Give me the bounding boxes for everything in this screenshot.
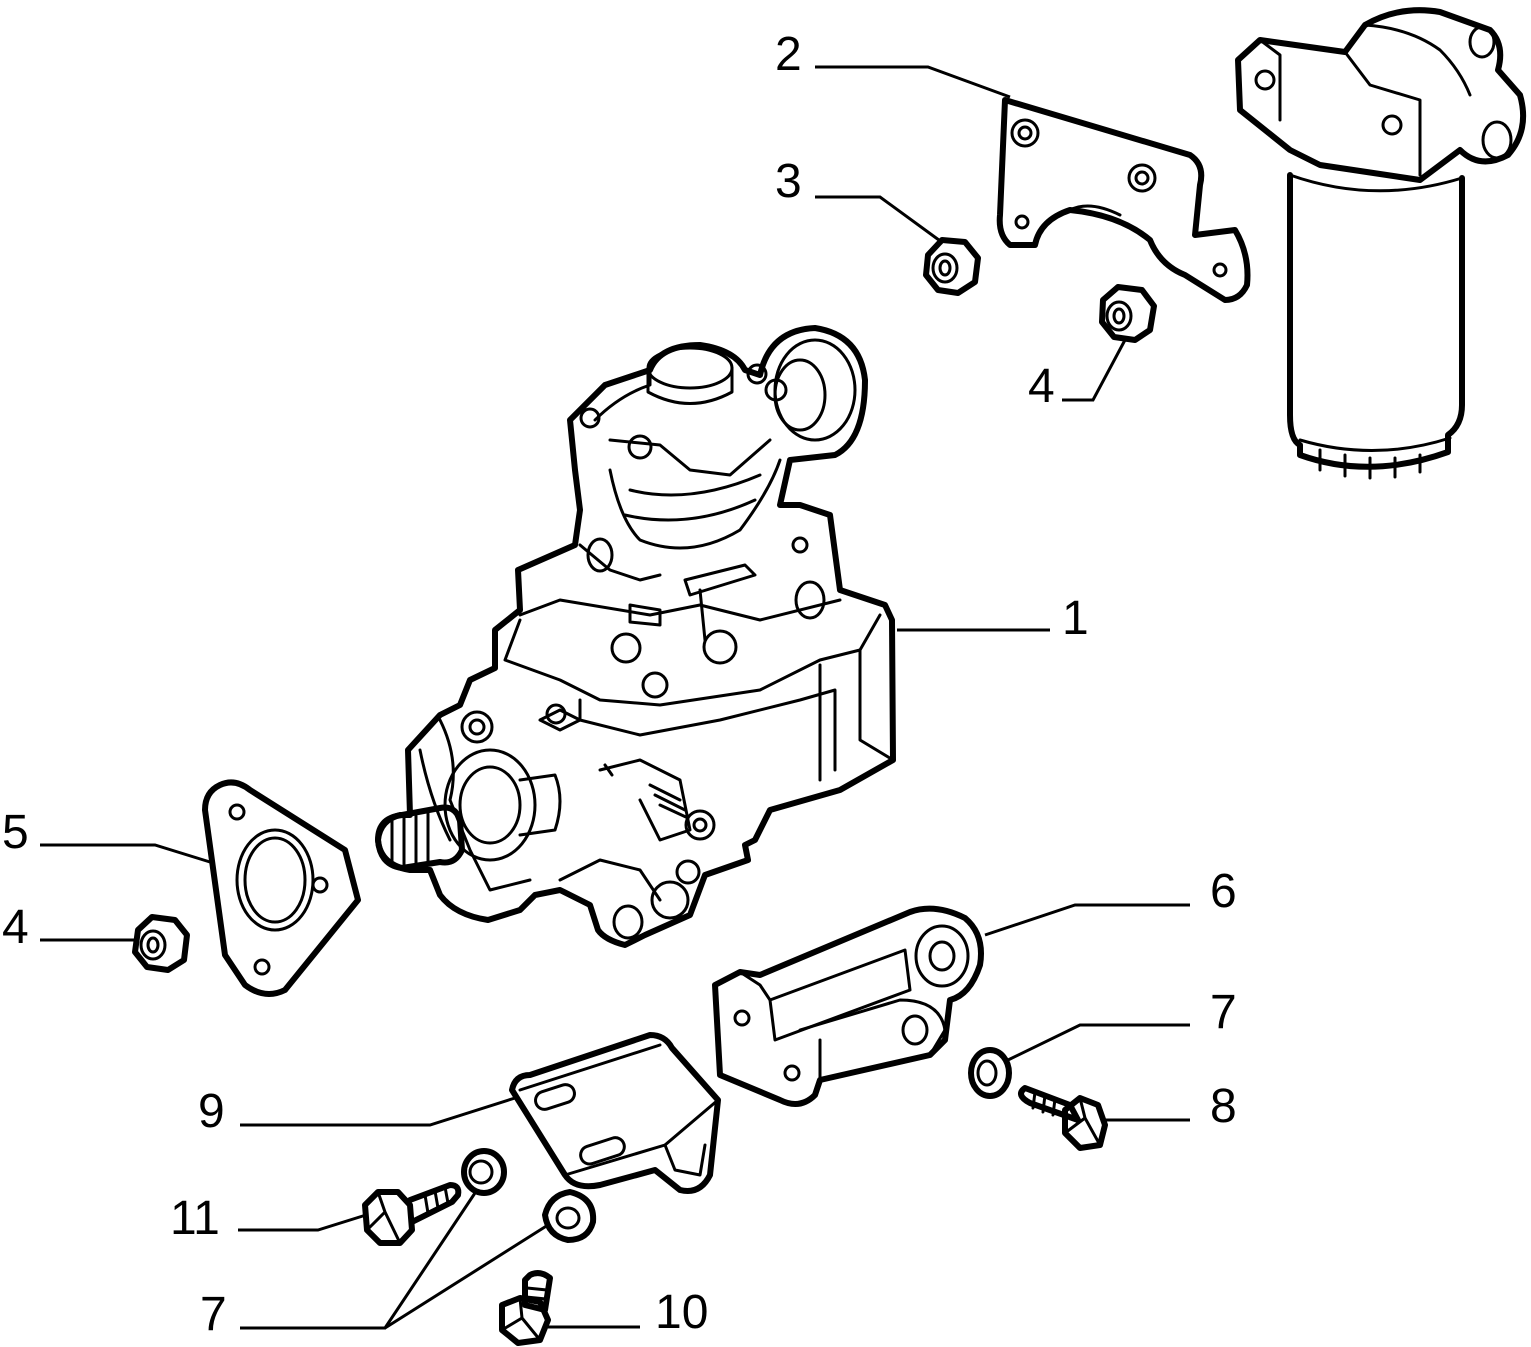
- leader-11: [238, 1213, 367, 1232]
- support-bracket: [712, 905, 984, 1107]
- mounting-bracket: [996, 97, 1251, 303]
- leader-7-right: [1007, 1023, 1190, 1062]
- callout-4-lower: 4: [2, 901, 29, 954]
- callout-5: 5: [2, 806, 29, 859]
- callout-7-left: 7: [200, 1288, 227, 1341]
- callout-9: 9: [198, 1085, 225, 1138]
- injection-pump: [375, 325, 896, 948]
- callout-7-right: 7: [1210, 986, 1237, 1039]
- leader-9: [240, 1096, 516, 1127]
- bolt-part-10: [499, 1270, 553, 1346]
- callout-8: 8: [1210, 1080, 1237, 1133]
- nut-part-4-upper: [1099, 284, 1157, 343]
- callout-1: 1: [1062, 592, 1089, 645]
- leader-3: [815, 195, 944, 245]
- leader-lines: [40, 65, 1190, 1330]
- leader-2: [815, 65, 1011, 99]
- washer-right: [968, 1047, 1012, 1099]
- flange-gasket: [202, 779, 361, 997]
- nut-part-4-lower: [132, 914, 190, 973]
- callout-4-upper: 4: [1028, 360, 1055, 413]
- washer-lower: [542, 1189, 597, 1243]
- leader-7-left-b: [384, 1223, 549, 1330]
- washer-left: [461, 1148, 507, 1196]
- callout-3: 3: [775, 155, 802, 208]
- callout-labels: 2 3 4 1 5 4 6 7 8 9 11 7 10: [2, 28, 1237, 1341]
- leader-5: [40, 843, 211, 864]
- callout-11: 11: [170, 1192, 220, 1245]
- callout-6: 6: [1210, 865, 1237, 918]
- callout-2: 2: [775, 28, 802, 81]
- bolt-part-11: [362, 1182, 462, 1246]
- leader-7-left-a: [240, 1192, 477, 1330]
- bolt-part-8: [1018, 1085, 1108, 1151]
- nut-part-3: [923, 237, 981, 296]
- leader-6: [984, 903, 1190, 937]
- callout-10: 10: [655, 1286, 708, 1339]
- fuel-filter: [1235, 7, 1527, 480]
- plate-bracket: [509, 1032, 721, 1194]
- leader-4-upper: [1062, 339, 1127, 402]
